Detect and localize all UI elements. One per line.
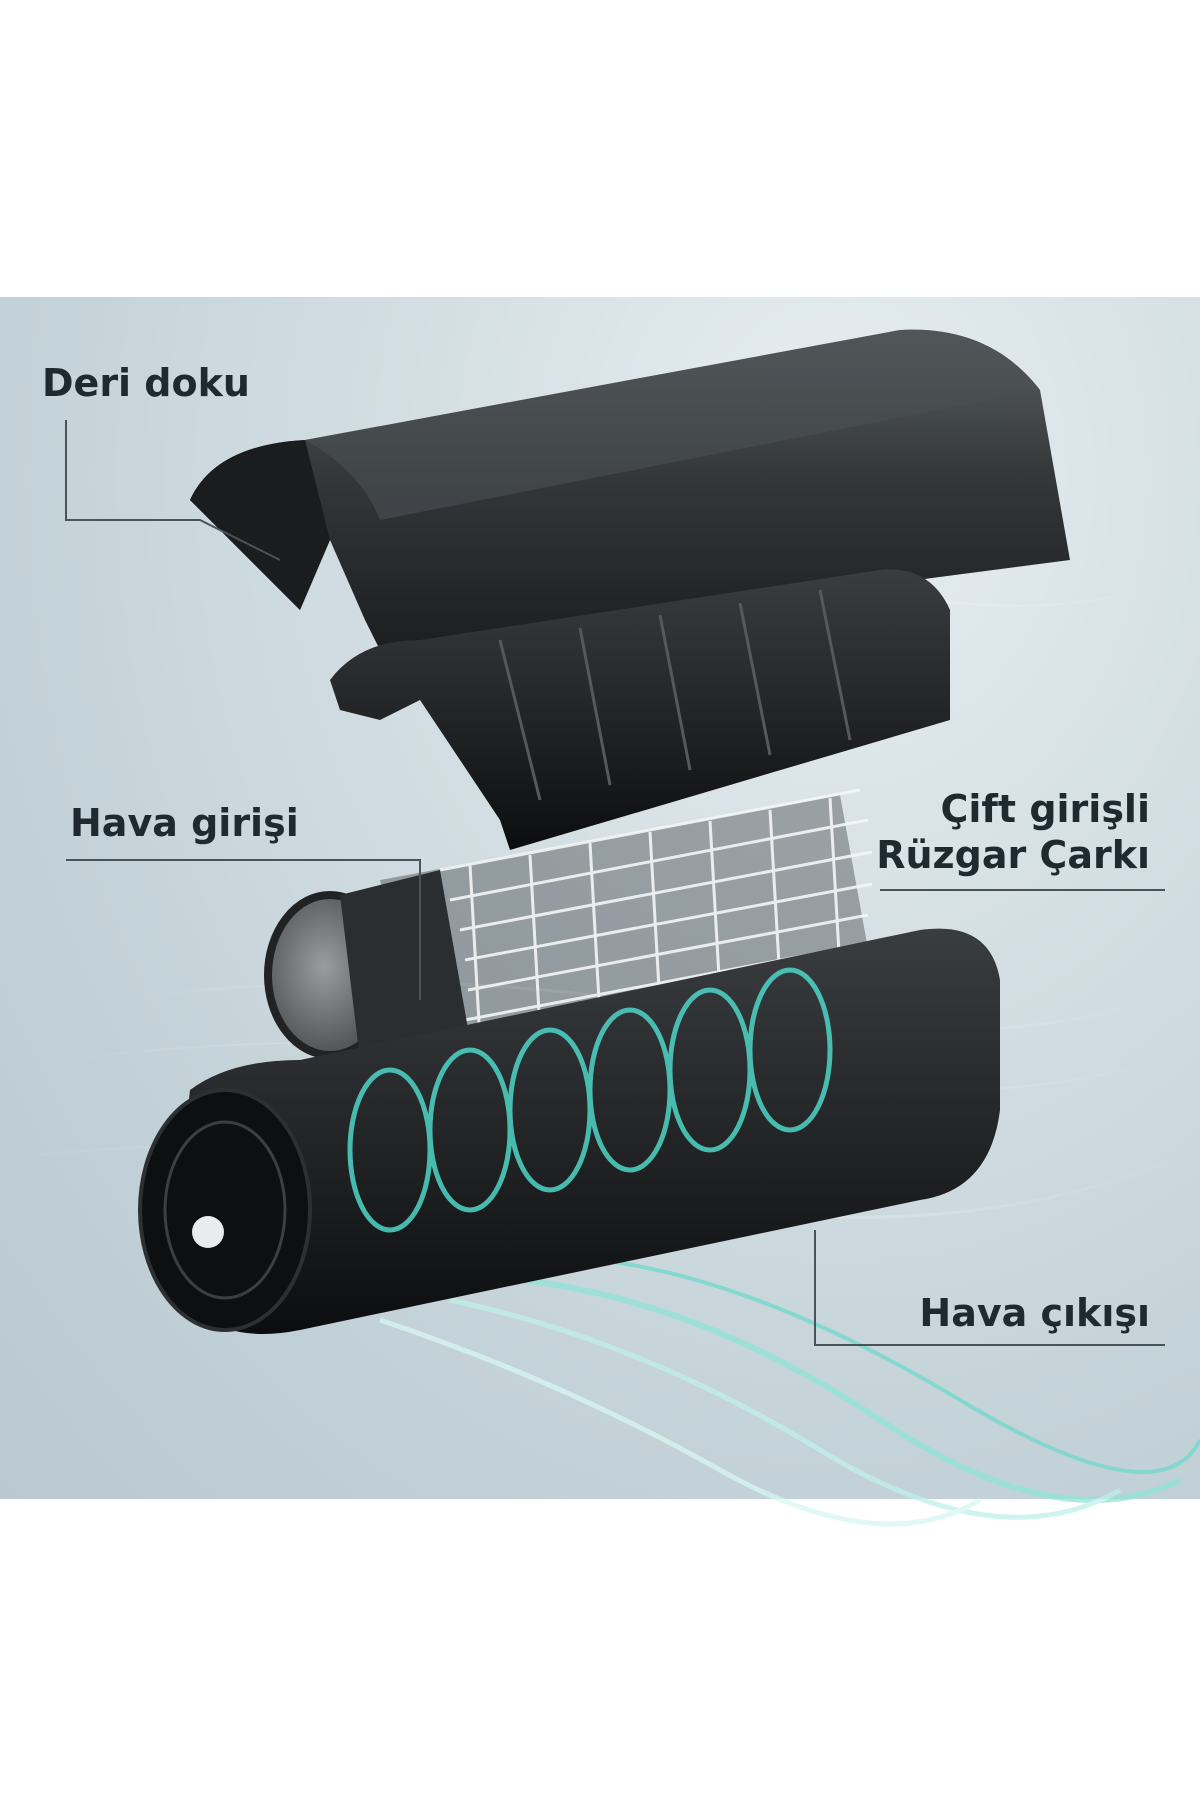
leader-outlet: [814, 1230, 1165, 1346]
airflow-outlet: [379, 1258, 1200, 1527]
wind-wheel: [264, 788, 873, 1060]
label-dual-inlet-wheel: Çift girişli Rüzgar Çarkı: [876, 786, 1150, 878]
leader-inlet: [66, 859, 421, 1000]
label-air-inlet: Hava girişi: [70, 801, 299, 845]
leather-cover: [190, 329, 1070, 650]
leader-lines: [65, 420, 1165, 1346]
ribbed-cover: [330, 569, 950, 850]
label-air-outlet: Hava çıkışı: [919, 1291, 1150, 1335]
leader-leather: [65, 420, 281, 561]
fan-body: [138, 928, 1000, 1334]
label-dual-inlet-line2: Rüzgar Çarkı: [876, 833, 1150, 877]
label-leather-texture: Deri doku: [42, 361, 250, 405]
label-dual-inlet-line1: Çift girişli: [940, 787, 1150, 831]
